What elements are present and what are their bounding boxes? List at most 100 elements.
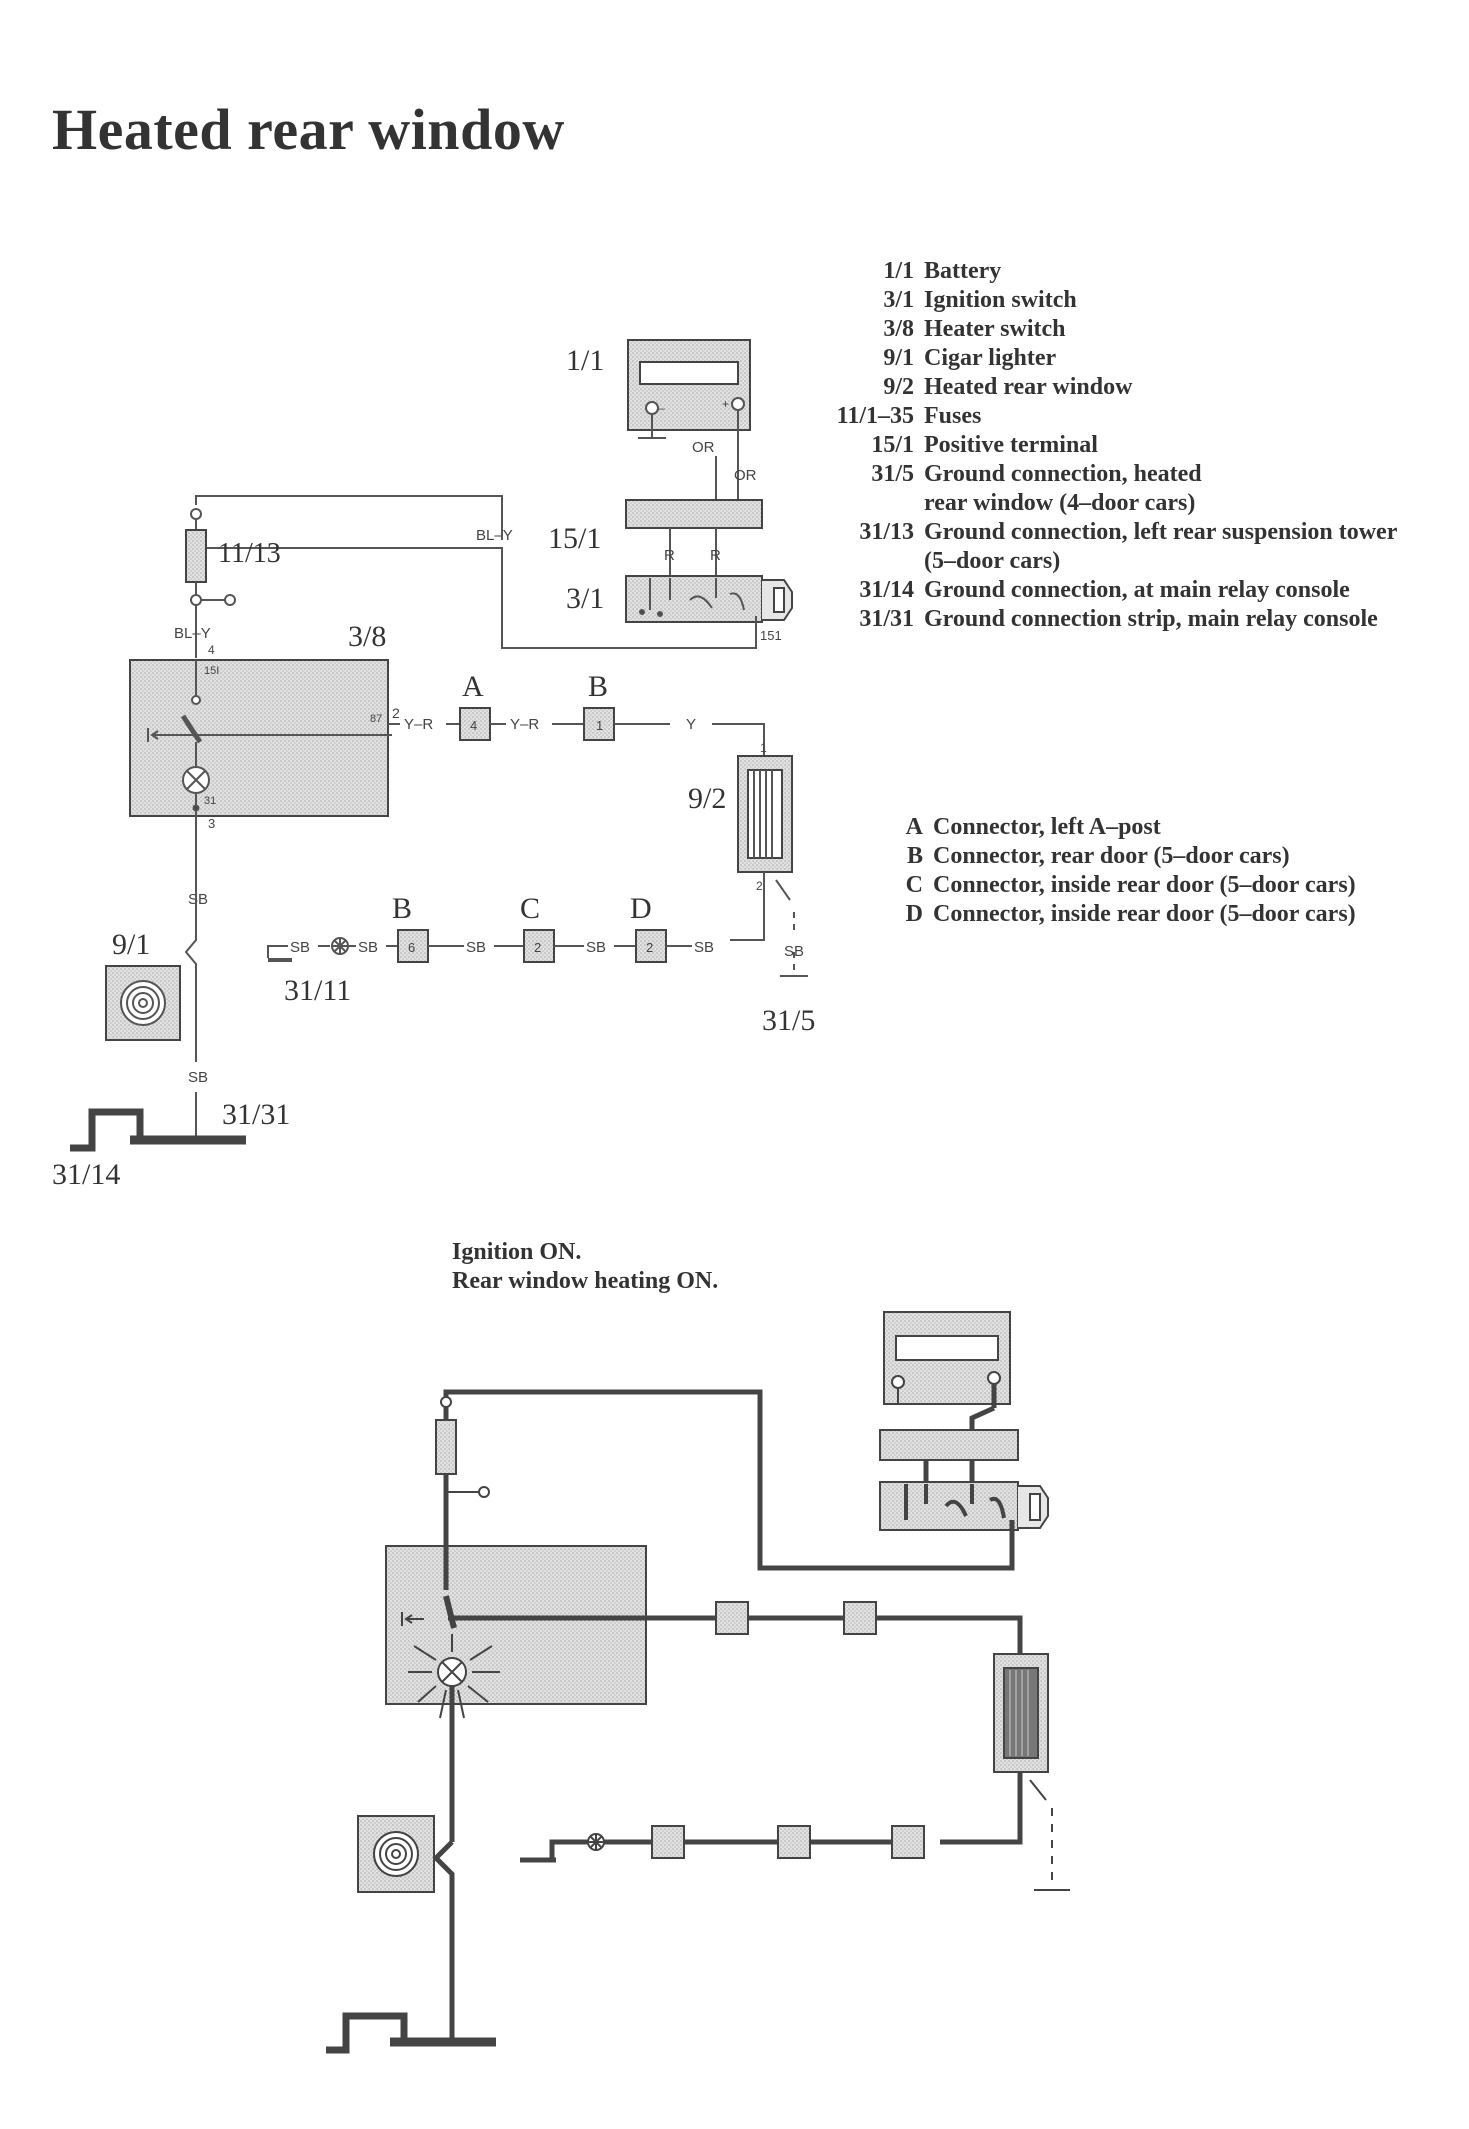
label-connector-c: C [520,892,540,925]
legend-code: 31/5 [871,461,914,487]
ignition-switch-3-1 [625,575,793,623]
pin-b-1: 1 [596,718,603,733]
schematic-top: 1/1 – + OR OR 15/1 R R [52,339,815,1191]
wire-sb-3: SB [466,939,486,956]
legend-row: (5–door cars) [828,547,1468,576]
pin-2-window: 2 [756,879,763,893]
legend-row: 3/1 Ignition switch [828,286,1468,315]
legend-code: 15/1 [871,432,914,458]
connector-text: Connector, inside rear door (5–door cars… [933,872,1356,898]
legend-row: rear window (4–door cars) [828,489,1468,518]
legend-row: 9/1 Cigar lighter [828,344,1468,373]
status-text: Ignition ON. Rear window heating ON. [452,1238,718,1296]
label-connector-b1: B [588,670,608,703]
legend-text: Ground connection, left rear suspension … [924,519,1398,545]
wire-r-1: R [664,547,675,564]
label-ground-31-14: 31/14 [52,1158,120,1191]
wire-sb-2: SB [358,939,378,956]
label-positive-terminal: 15/1 [548,522,601,555]
legend-text: Fuses [924,403,982,429]
battery-1-1 [627,339,751,439]
pin-87: 87 [370,713,382,725]
label-ground-31-5: 31/5 [762,1004,815,1037]
pin-4: 4 [208,643,215,657]
legend-code: 9/1 [883,345,914,371]
legend-row: 9/2 Heated rear window [828,373,1468,402]
page-title: Heated rear window [52,97,565,162]
status-line-heating: Rear window heating ON. [452,1268,719,1294]
battery-minus-pin: – [658,401,665,415]
wire-y-r-2: Y–R [510,716,539,733]
legend-row: 11/1–35 Fuses [828,402,1468,431]
heater-switch-3-8 [129,659,389,817]
label-rear-window: 9/2 [688,782,726,815]
label-heater-switch: 3/8 [348,620,386,653]
schematic-active [326,1311,1070,2054]
wire-y-r-1: Y–R [404,716,433,733]
pin-31: 31 [204,795,216,807]
label-connector-b2: B [392,892,412,925]
wire-bl-y-fuse: BL–Y [174,625,211,642]
connector-code: A [905,814,923,840]
legend-text: Cigar lighter [924,345,1057,371]
label-ignition-switch: 3/1 [566,582,604,615]
connector-code: B [906,843,923,869]
label-connector-a: A [462,670,484,703]
label-connector-d: D [630,892,652,925]
wire-sb-1: SB [290,939,310,956]
legend-row: 31/13 Ground connection, left rear suspen… [828,518,1468,547]
connector-text: Connector, rear door (5–door cars) [933,843,1290,869]
wire-or-1: OR [692,439,715,456]
wire-bl-y-top: BL–Y [476,527,513,544]
connector-text: Connector, inside rear door (5–door cars… [933,901,1356,927]
legend-row: 3/8 Heater switch [828,315,1468,344]
connector-row: B Connector, rear door (5–door cars) [905,842,1465,871]
legend-code: 31/14 [859,577,914,603]
wire-y: Y [686,716,696,733]
label-ground-31-31: 31/31 [222,1098,290,1131]
legend-code: 31/31 [859,606,914,632]
legend-code: 1/1 [883,258,914,284]
legend-text: Ground connection, at main relay console [924,577,1350,603]
legend-text: Heater switch [924,316,1066,342]
wire-sb-4: SB [586,939,606,956]
wire-r-2: R [710,547,721,564]
label-ground-31-11: 31/11 [284,974,351,1007]
legend-row: 15/1 Positive terminal [828,431,1468,460]
connector-code: D [905,901,923,927]
legend-code: 31/13 [859,519,914,545]
pin-1-window: 1 [760,741,767,755]
pin-c-2: 2 [534,940,541,955]
label-fuse: 11/13 [218,538,281,569]
connector-code: C [905,872,923,898]
connector-text: Connector, left A–post [933,814,1161,840]
connector-row: D Connector, inside rear door (5–door car… [905,900,1465,929]
legend-text: Ignition switch [924,287,1077,313]
legend-text: Battery [924,258,1002,284]
legend-code: 9/2 [883,374,914,400]
pin-2-switch: 2 [392,705,400,721]
legend-text: (5–door cars) [924,548,1061,574]
positive-terminal-15-1 [625,499,763,529]
wire-sb-ground: SB [784,943,804,960]
legend-code: 3/1 [883,287,914,313]
battery-plus-pin: + [722,397,729,411]
legend-row: 31/14 Ground connection, at main relay co… [828,576,1468,605]
status-line-ignition: Ignition ON. [452,1239,582,1265]
pin-a-4: 4 [470,718,477,733]
legend-row: 1/1 Battery [828,257,1468,286]
connector-row: C Connector, inside rear door (5–door car… [905,871,1465,900]
legend-text: Heated rear window [924,374,1133,400]
legend-code: 11/1–35 [836,403,914,429]
legend-text: Positive terminal [924,432,1098,458]
legend-text: Ground connection strip, main relay cons… [924,606,1378,632]
legend-text: rear window (4–door cars) [924,490,1196,516]
legend-code: 3/8 [883,316,914,342]
legend-text: Ground connection, heated [924,461,1202,487]
wire-sb-lighter: SB [188,1069,208,1086]
legend-row: 31/5 Ground connection, heated [828,460,1468,489]
wire-sb-switch: SB [188,891,208,908]
wire-sb-5: SB [694,939,714,956]
